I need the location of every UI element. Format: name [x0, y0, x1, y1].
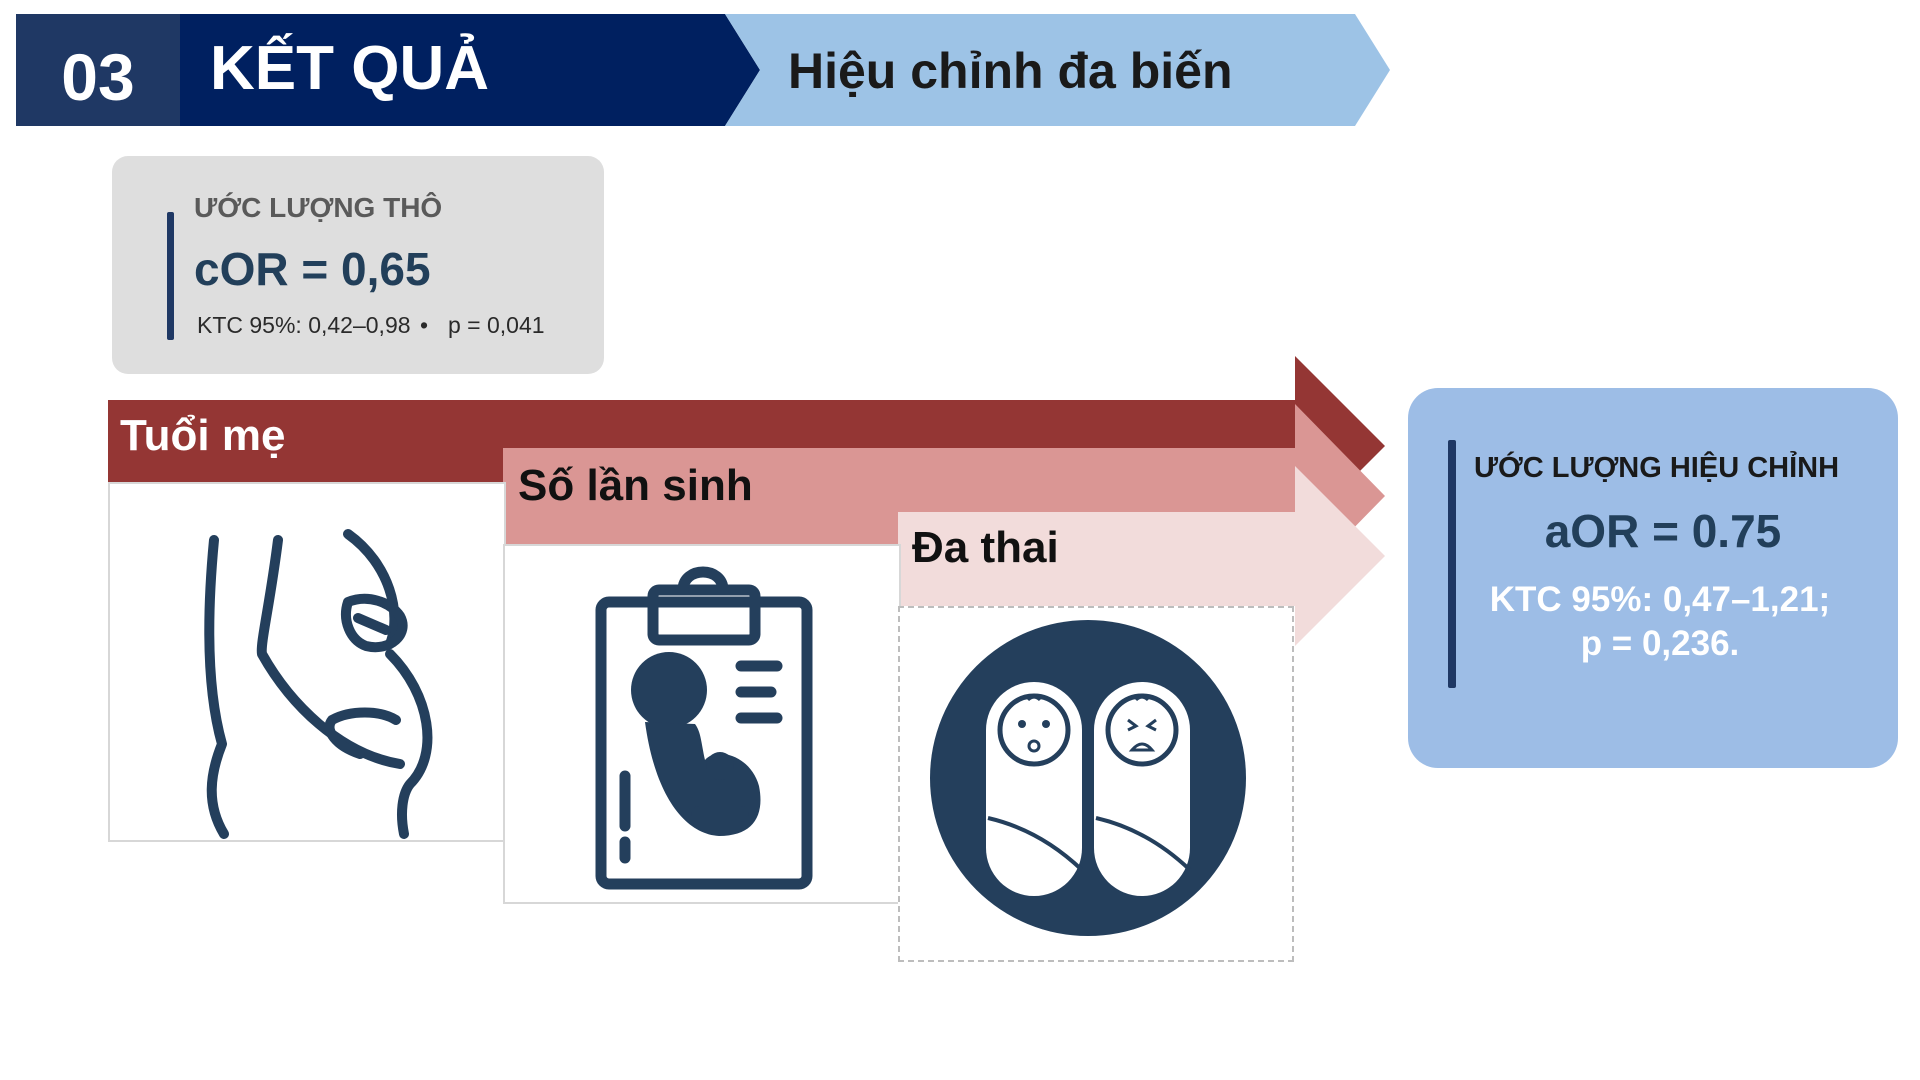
crude-confidence-interval: KTC 95%: 0,42–0,98: [197, 312, 411, 338]
arrow-multiple-pregnancy: [898, 466, 1385, 646]
crude-odds-ratio: cOR = 0,65: [194, 243, 431, 295]
adjusted-p-value: p = 0,236.: [1580, 624, 1740, 663]
maternal-age-icon-box: [108, 482, 506, 842]
adjusted-estimate-label: ƯỚC LƯỢNG HIỆU CHỈNH: [1474, 452, 1840, 484]
section-subtitle: Hiệu chỉnh đa biến: [788, 43, 1233, 99]
header-banner: [180, 14, 1390, 126]
factor-label-multiple-pregnancy: Đa thai: [912, 523, 1059, 572]
multiple-pregnancy-icon-box: [898, 606, 1294, 962]
adjusted-estimate-card: [1408, 388, 1898, 768]
baby-left: [986, 682, 1084, 896]
twin-babies-icon: [930, 620, 1246, 936]
crude-p-value: p = 0,041: [448, 312, 545, 338]
crude-estimate-card: [112, 156, 604, 374]
crude-separator: •: [420, 312, 429, 338]
baby-right: [1094, 682, 1192, 896]
header-light-chevron: [725, 14, 1390, 126]
adjusted-accent-bar: [1448, 440, 1456, 688]
header-dark-chevron: [180, 14, 760, 126]
adjusted-confidence-interval: KTC 95%: 0,47–1,21;: [1489, 580, 1831, 619]
adjusted-odds-ratio: aOR = 0.75: [1544, 505, 1782, 557]
crude-accent-bar: [167, 212, 174, 340]
pregnant-belly-icon: [204, 529, 433, 839]
section-number: 03: [61, 40, 135, 114]
arrow-maternal-age: [108, 356, 1385, 536]
crude-estimate-label: ƯỚC LƯỢNG THÔ: [194, 192, 443, 223]
factor-label-parity: Số lần sinh: [518, 461, 753, 510]
section-number-badge: 03: [16, 14, 180, 126]
section-title: KẾT QUẢ: [210, 34, 489, 103]
ultrasound-clipboard-icon: [595, 566, 813, 890]
parity-icon-box: [503, 544, 901, 904]
factor-label-maternal-age: Tuổi mẹ: [120, 411, 286, 460]
